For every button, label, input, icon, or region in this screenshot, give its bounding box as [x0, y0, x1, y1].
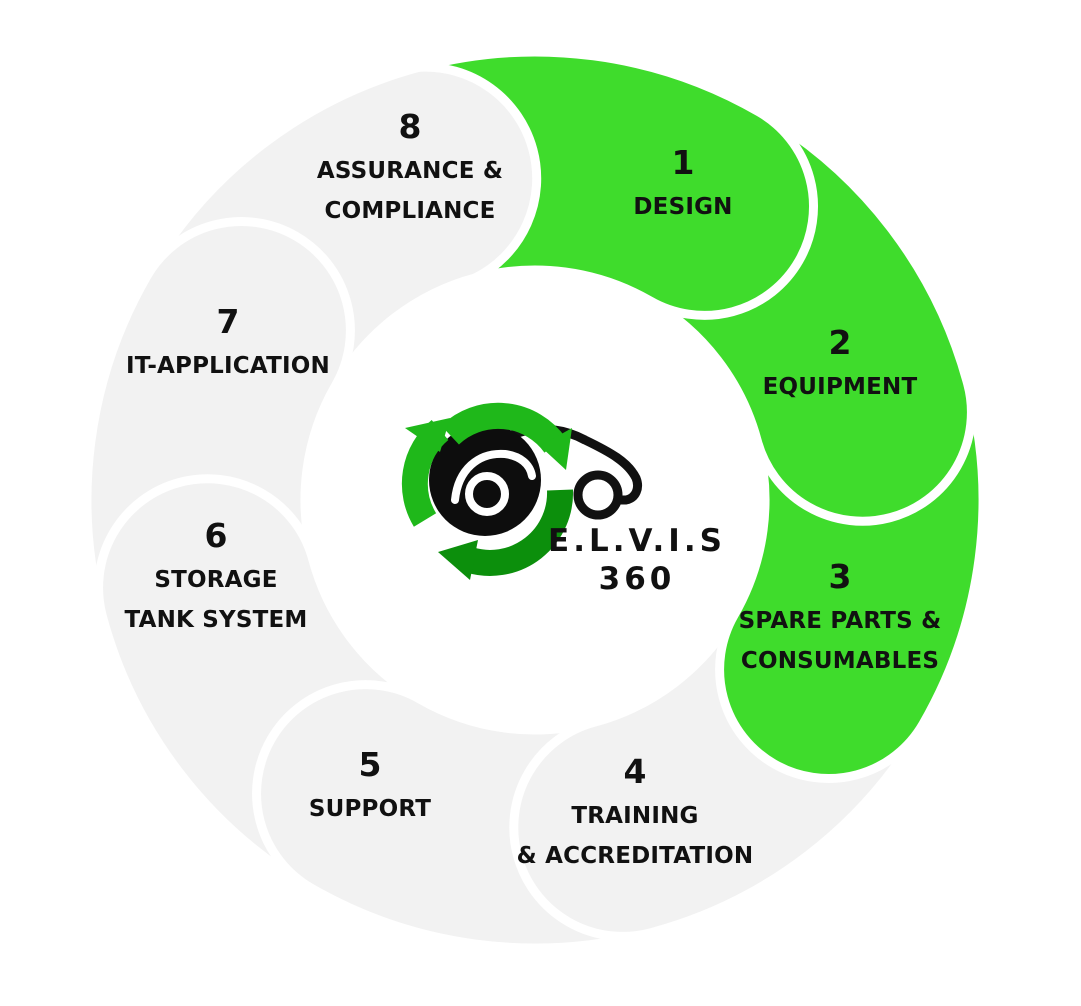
segment-number: 4: [623, 752, 647, 791]
segment-number: 8: [398, 107, 422, 146]
segment-title-line: TANK SYSTEM: [124, 607, 308, 633]
segment-1-shape: [414, 47, 818, 320]
segment-number: 6: [204, 516, 228, 555]
segment-title-line: CONSUMABLES: [740, 648, 940, 674]
brand-name: E.L.V.I.S 360: [548, 522, 726, 598]
segment-title-line: TRAINING: [571, 803, 699, 829]
segment-title-line: DESIGN: [633, 194, 733, 220]
segment-number: 3: [828, 557, 852, 596]
segment-title-line: SPARE PARTS &: [738, 608, 942, 634]
segment-number: 7: [216, 302, 240, 341]
segment-number: 2: [828, 323, 852, 362]
segment-number: 5: [358, 745, 382, 784]
segment-title-line: STORAGE: [154, 567, 278, 593]
segment-shapes: [82, 47, 988, 953]
segment-number: 1: [671, 143, 695, 182]
segment-title-line: & ACCREDITATION: [516, 843, 754, 869]
segment-title-line: SUPPORT: [308, 796, 432, 822]
segment-title-line: EQUIPMENT: [762, 374, 918, 400]
recycle-car-logo-icon: [401, 402, 643, 580]
segment-title-line: COMPLIANCE: [324, 198, 496, 224]
segment-title-line: ASSURANCE &: [316, 158, 504, 184]
brand-line-1: E.L.V.I.S: [548, 523, 726, 559]
segment-title-line: IT-APPLICATION: [126, 353, 330, 379]
brand-line-2: 360: [598, 561, 676, 597]
